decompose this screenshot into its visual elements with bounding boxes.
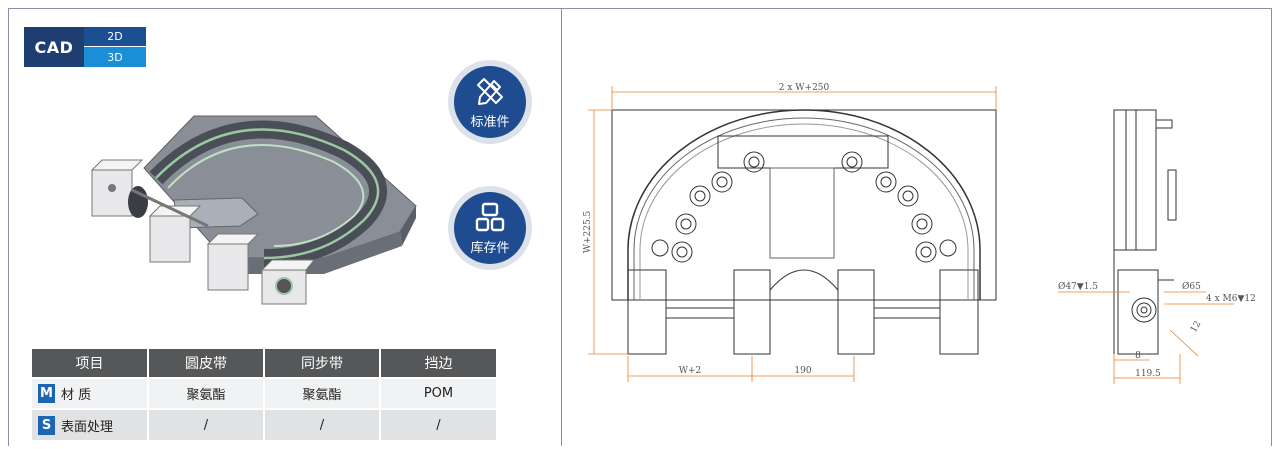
table-row-surface: S 表面处理 / / / (32, 408, 496, 440)
dim-left-height: W+225.5 (583, 210, 593, 253)
dim-side-width: 119.5 (1135, 369, 1161, 379)
technical-drawing: 2 x W+250 W+225.5 W+2 190 Ø47▼1.5 Ø65 4 … (583, 83, 1256, 384)
header-edge-guard: 挡边 (380, 349, 496, 378)
surface-letter-badge: S (38, 415, 55, 435)
stock-part-label: 库存件 (470, 240, 510, 256)
page-frame (8, 8, 1272, 446)
header-timing-belt: 同步带 (264, 349, 381, 378)
table-row-material: M 材 质 聚氨酯 聚氨酯 POM (32, 377, 496, 409)
grid-blocks-icon (475, 202, 505, 231)
table-cell: POM (380, 377, 496, 409)
dim-side-offset: 8 (1135, 351, 1141, 361)
side-dimension-lines (1058, 291, 1234, 384)
header-item: 项目 (32, 349, 149, 378)
standard-part-label: 标准件 (470, 114, 510, 130)
cad-2d-button[interactable]: 2D (84, 27, 146, 47)
dim-holes: 4 x M6▼12 (1206, 294, 1256, 304)
standard-part-badge-inner: 标准件 (454, 66, 526, 138)
table-cell: 聚氨酯 (264, 377, 381, 409)
side-view (1113, 109, 1177, 355)
surface-label: 表面处理 (61, 419, 114, 435)
material-letter-badge: M (38, 384, 55, 403)
table-cell: / (264, 408, 381, 440)
dim-bore-dia: Ø65 (1182, 281, 1201, 292)
dim-bottom-mid: 190 (794, 366, 811, 376)
spec-table: 项目 圆皮带 同步带 挡边 M 材 质 聚氨酯 聚氨酯 POM S 表面处理 / /… (32, 349, 496, 440)
cad-options: 2D 3D (84, 27, 146, 67)
standard-part-badge[interactable]: 标准件 (448, 60, 532, 144)
header-round-belt: 圆皮带 (148, 349, 265, 378)
row-head-surface: S 表面处理 (32, 408, 149, 440)
table-cell: / (380, 408, 496, 440)
dim-shaft-dia: Ø47▼1.5 (1058, 281, 1098, 292)
table-cell: / (148, 408, 265, 440)
dim-top-width: 2 x W+250 (779, 83, 830, 93)
dim-bottom-left: W+2 (679, 366, 702, 376)
cad-label: CAD (24, 27, 84, 67)
cad-3d-button[interactable]: 3D (84, 47, 146, 67)
table-cell: 聚氨酯 (148, 377, 265, 409)
table-header-row: 项目 圆皮带 同步带 挡边 (32, 349, 496, 378)
product-3d-render (90, 115, 417, 305)
pencil-ruler-icon (477, 77, 503, 105)
material-label: 材 质 (61, 388, 92, 403)
front-view (611, 109, 997, 355)
dim-side-small: 12 (1189, 320, 1203, 335)
stock-part-badge-inner: 库存件 (454, 192, 526, 264)
stock-part-badge[interactable]: 库存件 (448, 186, 532, 270)
panel-divider (561, 8, 562, 446)
cad-badge: CAD 2D 3D (24, 27, 146, 67)
dimension-lines (588, 86, 997, 382)
